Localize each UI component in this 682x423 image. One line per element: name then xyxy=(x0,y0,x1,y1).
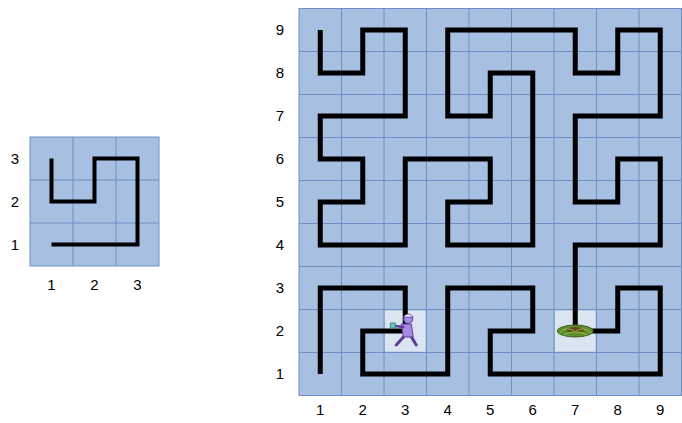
grid-line xyxy=(299,309,682,310)
nest-body xyxy=(557,325,593,337)
axis-number: 5 xyxy=(475,400,505,420)
axis-number: 9 xyxy=(265,20,295,40)
nest-icon xyxy=(557,325,593,337)
large-grid xyxy=(299,9,682,396)
walker-cap xyxy=(403,314,413,317)
grid-line xyxy=(384,9,385,396)
walker-item xyxy=(390,323,395,328)
grid-line xyxy=(554,9,555,396)
axis-number: 7 xyxy=(560,400,590,420)
axis-number: 3 xyxy=(0,149,30,169)
axis-number: 2 xyxy=(0,192,30,212)
grid-line xyxy=(299,137,682,138)
maze-path xyxy=(52,159,138,245)
axis-number: 4 xyxy=(433,400,463,420)
axis-number: 2 xyxy=(348,400,378,420)
grid-ground xyxy=(30,137,159,266)
maze-path xyxy=(320,30,660,374)
axis-number: 1 xyxy=(0,235,30,255)
axis-number: 4 xyxy=(265,235,295,255)
grid-line xyxy=(116,137,117,266)
walker-arm xyxy=(395,326,403,327)
small-grid xyxy=(30,137,159,266)
axis-number: 3 xyxy=(390,400,420,420)
axis-number: 1 xyxy=(305,400,335,420)
axis-number: 6 xyxy=(518,400,548,420)
grid-line xyxy=(511,9,512,396)
axis-number: 3 xyxy=(123,275,153,295)
walker-icon xyxy=(390,314,416,345)
grid-line xyxy=(639,9,640,396)
grid-line xyxy=(426,9,427,396)
grid-line xyxy=(30,223,159,224)
grid-ground xyxy=(299,9,682,396)
axis-number: 1 xyxy=(265,364,295,384)
grid-line xyxy=(299,266,682,267)
axis-number: 2 xyxy=(265,321,295,341)
nest-strands xyxy=(559,329,591,335)
axis-number: 2 xyxy=(80,275,110,295)
axis-number: 7 xyxy=(265,106,295,126)
axis-number: 1 xyxy=(37,275,67,295)
axis-number: 5 xyxy=(265,192,295,212)
axis-number: 6 xyxy=(265,149,295,169)
walker-head xyxy=(404,315,413,324)
axis-number: 8 xyxy=(265,63,295,83)
axis-number: 9 xyxy=(645,400,675,420)
grid-line xyxy=(299,223,682,224)
axis-number: 3 xyxy=(265,278,295,298)
grid-line xyxy=(299,51,682,52)
axis-number: 8 xyxy=(603,400,633,420)
